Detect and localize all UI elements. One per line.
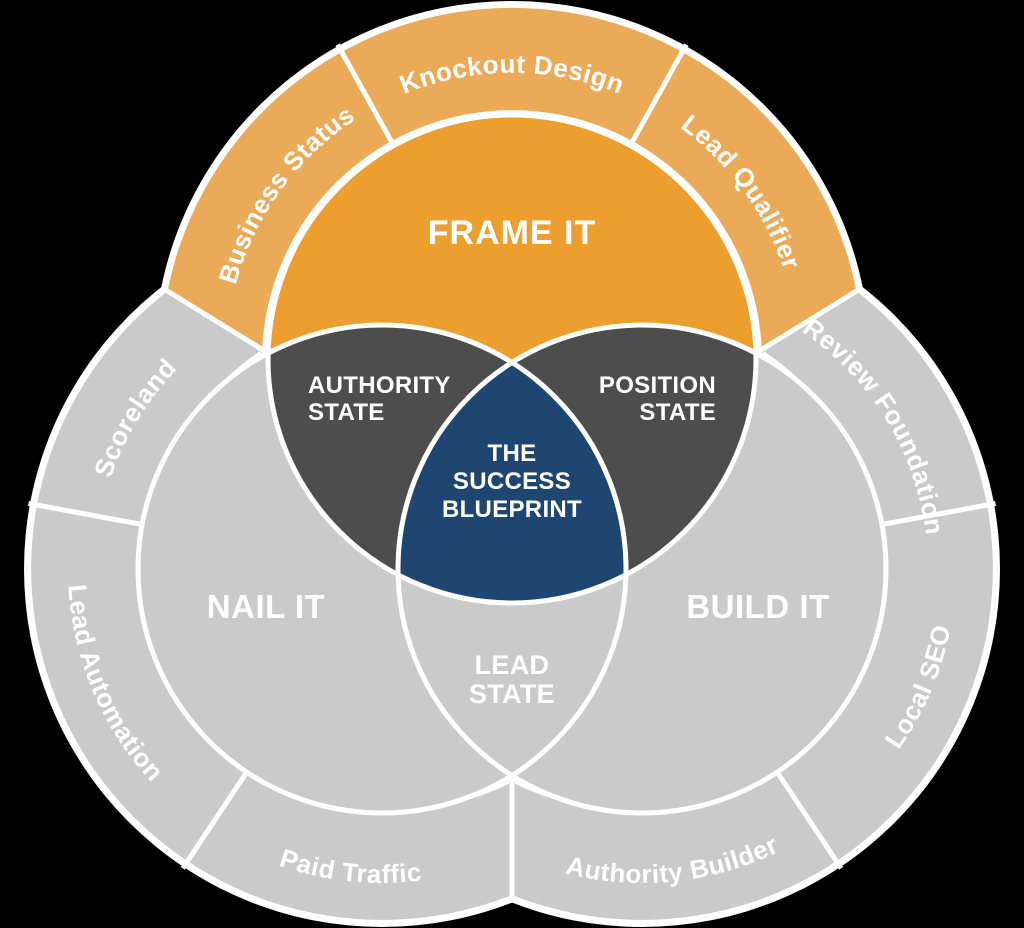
- svg-text:STATE: STATE: [469, 679, 555, 709]
- ring-dividers: [28, 43, 996, 898]
- circle-outlines: [135, 112, 889, 816]
- lead-state-label: LEAD STATE: [469, 650, 555, 709]
- svg-text:SUCCESS: SUCCESS: [453, 468, 571, 495]
- svg-text:LEAD: LEAD: [475, 650, 550, 680]
- authority-state-label: AUTHORITY STATE: [308, 372, 451, 426]
- svg-text:BLUEPRINT: BLUEPRINT: [442, 496, 582, 523]
- position-state-label: POSITION STATE: [599, 372, 716, 426]
- svg-text:POSITION: POSITION: [599, 372, 716, 399]
- svg-text:STATE: STATE: [308, 399, 385, 426]
- svg-text:STATE: STATE: [639, 399, 716, 426]
- frame-it-label: FRAME IT: [428, 214, 597, 252]
- success-blueprint-label: THE SUCCESS BLUEPRINT: [442, 440, 582, 523]
- nail-ring: [31, 291, 516, 920]
- frame-ring: [167, 7, 857, 354]
- svg-text:THE: THE: [488, 440, 537, 467]
- nail-it-label: NAIL IT: [207, 588, 325, 625]
- build-ring: [508, 291, 993, 920]
- success-blueprint-region: [398, 325, 626, 603]
- svg-text:AUTHORITY: AUTHORITY: [308, 372, 451, 399]
- build-it-label: BUILD IT: [686, 588, 829, 625]
